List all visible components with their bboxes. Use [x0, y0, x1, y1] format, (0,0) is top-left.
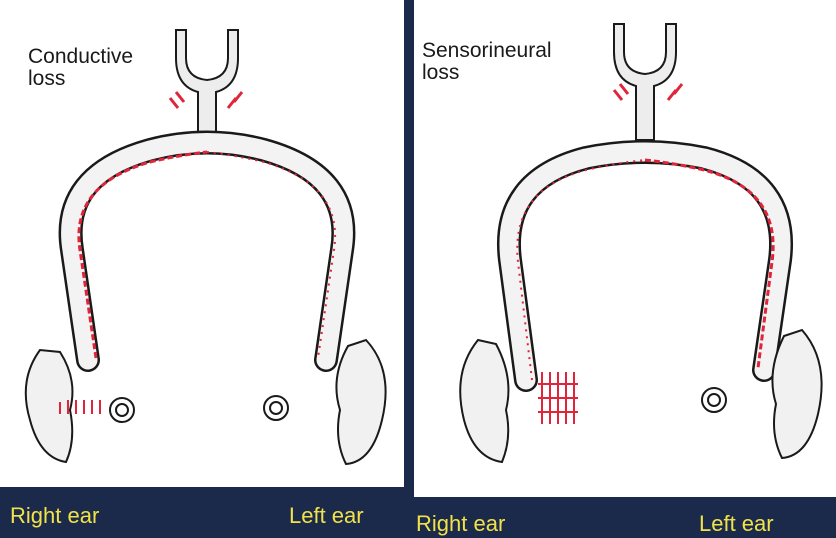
left-ear-icon: [263, 338, 387, 466]
right-ear-icon: [459, 338, 510, 464]
right-ear-label: Right ear: [416, 511, 506, 536]
conductive-loss-illustration: [24, 29, 387, 466]
sensorineural-loss-illustration: [459, 23, 823, 464]
left-ear-label: Left ear: [289, 503, 364, 528]
tuning-fork-icon: [613, 23, 677, 141]
sound-wave-strong: [77, 150, 208, 359]
sensorineural-loss-panel: Sensorineural loss: [414, 0, 836, 497]
vibration-marks: [168, 91, 244, 109]
right-ear-label: Right ear: [10, 503, 100, 528]
vibration-marks: [612, 83, 684, 101]
right-ear-icon: [24, 348, 135, 464]
panel-title: Conductive loss: [28, 45, 134, 90]
sound-wave-weak: [206, 151, 337, 359]
conductive-loss-panel: Conductive loss: [0, 0, 404, 487]
sound-wave-strong: [644, 158, 775, 369]
tuning-fork-icon: [175, 29, 239, 141]
left-ear-label: Left ear: [699, 511, 774, 536]
damaged-cochlea-marks: [538, 372, 578, 424]
panel-title: Sensorineural loss: [422, 39, 552, 84]
left-ear-icon: [701, 328, 823, 460]
blocked-canal-marks: [59, 400, 101, 414]
